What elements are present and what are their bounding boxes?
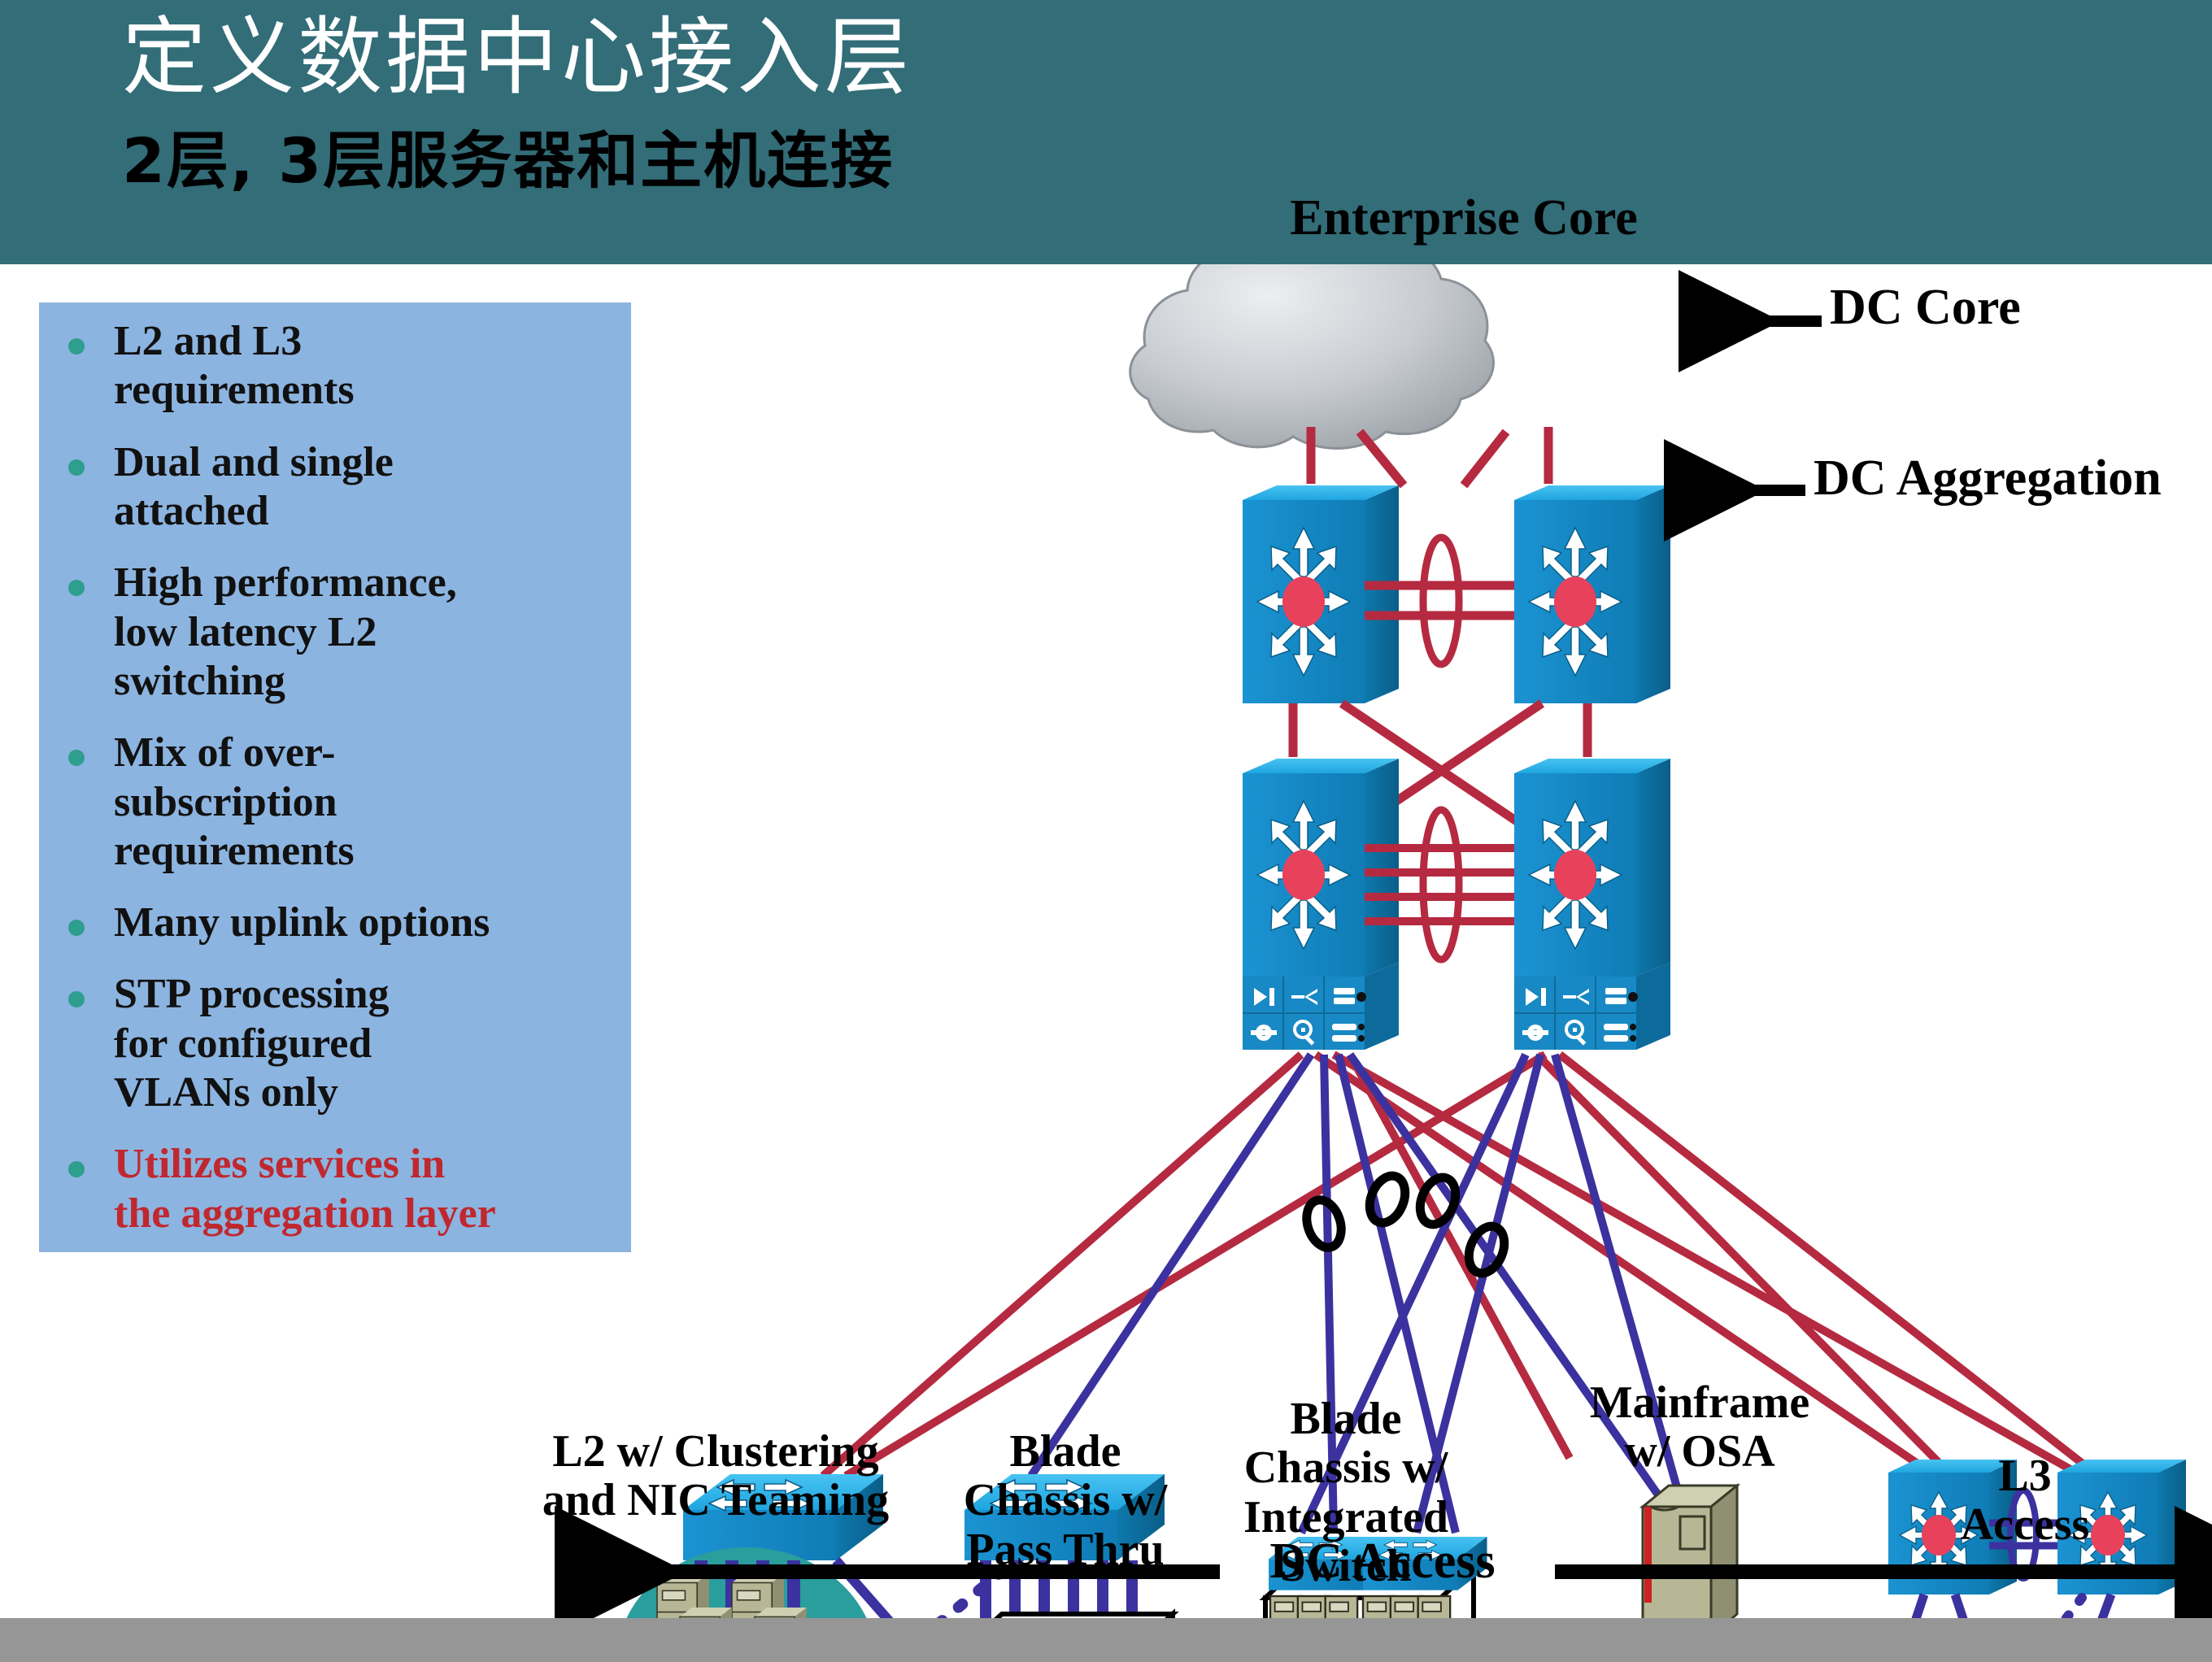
- bullet-text: Many uplink options: [114, 899, 490, 946]
- service-module-icon: [1522, 988, 1638, 1046]
- bullet-dot-icon: [68, 580, 85, 597]
- bullet-text: Mix of over- subscription requirements: [114, 729, 355, 874]
- page-title: 定义数据中心接入层: [122, 7, 913, 107]
- service-module-icon: [1251, 988, 1366, 1046]
- mainframe-icon: [1639, 1482, 1741, 1640]
- aggregation-downlinks-blue: [1027, 1052, 1683, 1535]
- list-item: Many uplink options: [50, 898, 620, 947]
- core-uplinks: [1306, 427, 1553, 489]
- l3-interconnect: [1989, 1487, 2057, 1582]
- list-item: High performance, low latency L2 switchi…: [50, 559, 620, 706]
- core-switch-icon: [1513, 485, 1671, 704]
- page-subtitle: 2层, 3层服务器和主机连接: [122, 124, 895, 197]
- port-channel-ellipse-icon: [1419, 806, 1463, 964]
- slide-header: 定义数据中心接入层 2层, 3层服务器和主机连接: [0, 0, 2212, 264]
- aggregation-downlinks-red: [820, 1051, 2101, 1480]
- aggregation-interconnect: [1365, 806, 1514, 964]
- list-item: L2 and L3 requirements: [50, 317, 620, 416]
- bullet-panel: L2 and L3 requirements Dual and single a…: [39, 302, 631, 1252]
- list-item: Dual and single attached: [50, 438, 620, 537]
- core-interconnect: [1365, 533, 1514, 668]
- cloud-icon: [1129, 264, 1495, 450]
- dotted-backup-link: [2027, 1593, 2087, 1662]
- bullet-text: Dual and single attached: [114, 438, 394, 534]
- list-item: Mix of over- subscription requirements: [50, 729, 620, 876]
- bullet-dot-icon: [68, 338, 85, 355]
- list-item: Utilizes services in the aggregation lay…: [50, 1140, 620, 1238]
- node-label-blade-passthru: Blade Chassis w/ Pass Thru: [963, 1426, 1168, 1575]
- bullet-dot-icon: [68, 920, 85, 937]
- bullet-dot-icon: [68, 1161, 85, 1178]
- bullet-dot-icon: [68, 459, 85, 476]
- port-channel-ellipse-icon: [1302, 1171, 1509, 1278]
- network-diagram: Enterprise Core DC Core DC Aggregation L…: [0, 191, 2212, 1662]
- tier-label-access: DC Access: [1269, 1534, 1496, 1589]
- bullet-text-highlight: Utilizes services in the aggregation lay…: [114, 1141, 496, 1237]
- tier-label-core: DC Core: [1830, 280, 2021, 335]
- node-label-l2-clustering: L2 w/ Clustering and NIC Teaming: [542, 1426, 890, 1526]
- bullet-dot-icon: [68, 991, 85, 1008]
- port-channel-ellipse-icon: [1419, 533, 1463, 668]
- bullet-text: L2 and L3 requirements: [114, 318, 355, 414]
- aggregation-switch-icon: [1513, 758, 1671, 1050]
- node-label-mainframe: Mainframe w/ OSA: [1589, 1377, 1810, 1477]
- node-label-l3-access: L3 Access: [1960, 1451, 2090, 1551]
- bullet-dot-icon: [68, 750, 85, 767]
- bullet-text: STP processing for configured VLANs only: [114, 971, 390, 1116]
- list-item: STP processing for configured VLANs only: [50, 970, 620, 1117]
- footer-band: [0, 1618, 2212, 1662]
- node-label-blade-integrated: Blade Chassis w/ Integrated Switch: [1243, 1394, 1448, 1592]
- aggregation-switch-icon: [1242, 758, 1400, 1050]
- bullet-text: High performance, low latency L2 switchi…: [114, 559, 457, 704]
- cloud-label: Enterprise Core: [1290, 190, 1638, 246]
- tier-label-aggregation: DC Aggregation: [1814, 450, 2162, 506]
- core-switch-icon: [1242, 485, 1400, 704]
